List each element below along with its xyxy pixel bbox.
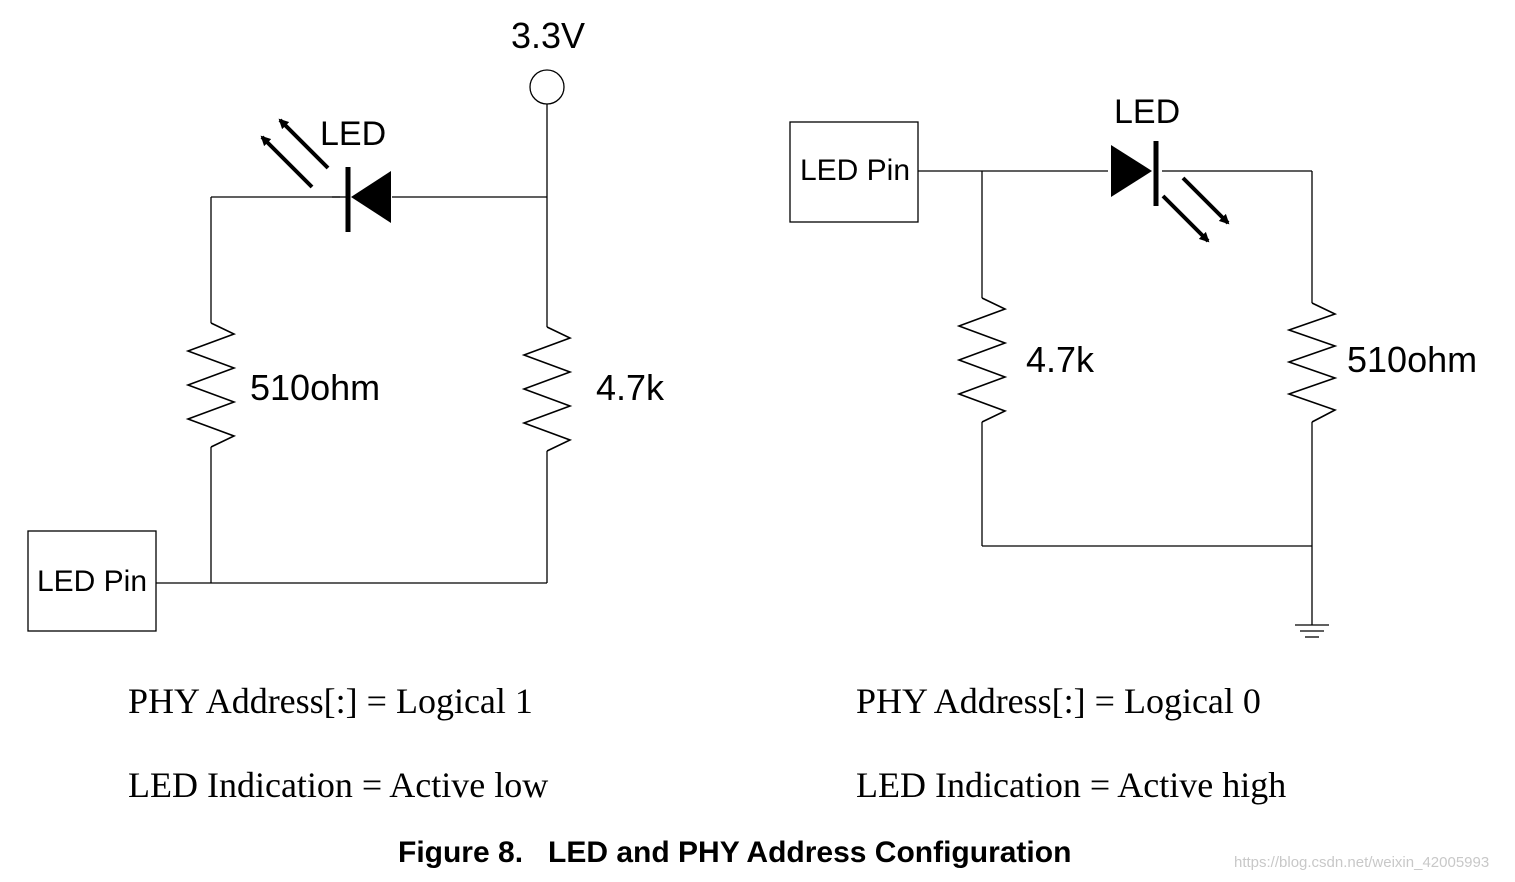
resistor-4.7k (956, 297, 1008, 423)
resistor-510ohm (1286, 302, 1338, 423)
left-circuit: 3.3V LED 510ohm 4.7k LED Pin (27, 15, 665, 632)
led-label: LED (320, 115, 386, 153)
led-label: LED (1114, 93, 1180, 131)
left-led-indication-text: LED Indication = Active low (128, 765, 549, 805)
watermark: https://blog.csdn.net/weixin_42005993 (1234, 854, 1490, 871)
right-phy-address-text: PHY Address[:] = Logical 0 (856, 681, 1261, 721)
supply-terminal (529, 69, 565, 105)
right-led-indication-text: LED Indication = Active high (856, 765, 1287, 805)
resistor-510ohm (185, 322, 237, 448)
figure-caption: Figure 8. LED and PHY Address Configurat… (398, 836, 1072, 869)
led-diode (332, 167, 392, 232)
resistor-4.7k-label: 4.7k (596, 367, 665, 408)
emission-arrow (278, 118, 330, 170)
left-phy-address-text: PHY Address[:] = Logical 1 (128, 681, 533, 721)
resistor-510ohm-label: 510ohm (250, 367, 380, 408)
resistor-4.7k-label: 4.7k (1026, 339, 1095, 380)
ground-symbol (1295, 624, 1329, 638)
led-pin-label: LED Pin (800, 154, 910, 187)
emission-arrow (260, 135, 314, 189)
supply-label: 3.3V (511, 15, 585, 56)
emission-arrow (1181, 176, 1230, 225)
resistor-510ohm-label: 510ohm (1347, 339, 1477, 380)
led-pin-box (789, 121, 919, 223)
emission-arrow (1161, 194, 1210, 243)
led-diode (1108, 141, 1162, 206)
resistor-4.7k (521, 326, 573, 452)
led-pin-box (27, 530, 157, 632)
led-pin-label: LED Pin (37, 565, 147, 598)
right-circuit: LED 4.7k 510ohm LED Pin (789, 93, 1477, 638)
